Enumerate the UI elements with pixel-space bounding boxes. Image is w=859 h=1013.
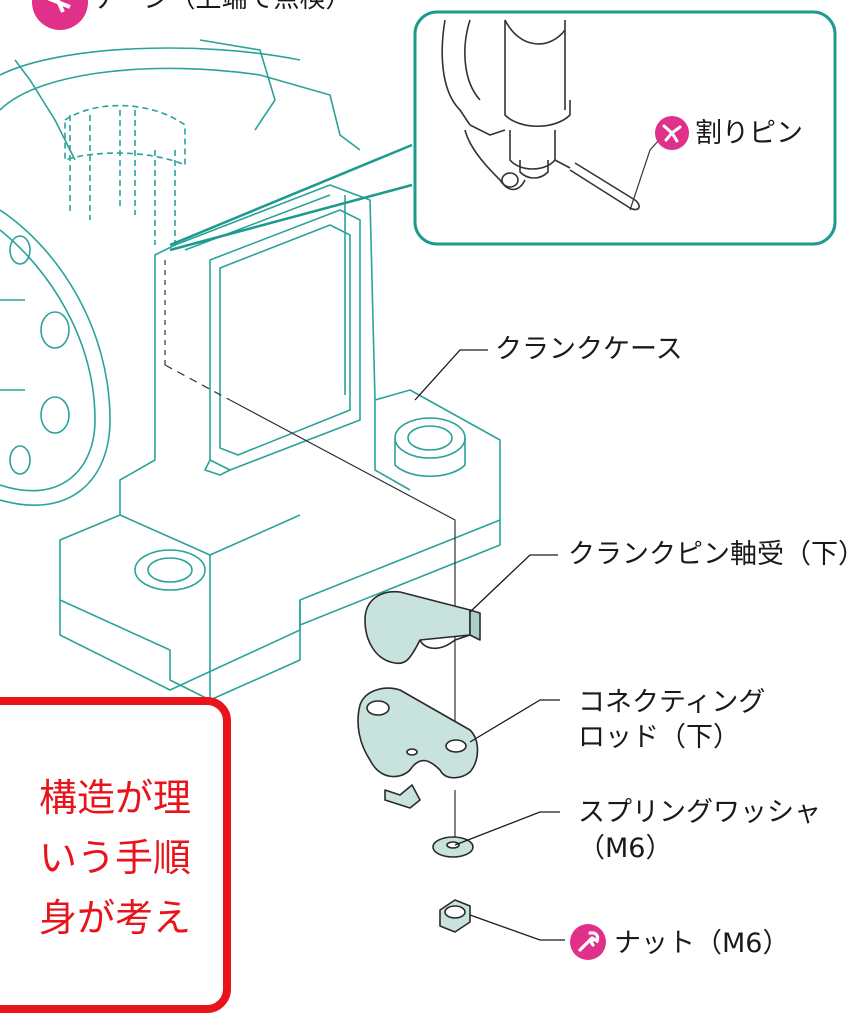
callout-box: 構造が理 いう手順 身が考え	[0, 697, 231, 1013]
label-spring-washer-line1: スプリングワッシャ	[578, 797, 821, 828]
label-connecting-rod-line2: ロッド（下）	[578, 722, 740, 753]
pliers-icon	[655, 116, 689, 150]
label-crankpin-bearing: クランクピン軸受（下）	[568, 539, 859, 570]
header-text: ゲージ（上端で点検）	[92, 0, 351, 15]
label-crankcase: クランクケース	[495, 334, 683, 365]
gauge-icon	[32, 0, 88, 30]
label-connecting-rod-line1: コネクティング	[578, 687, 766, 718]
label-cotter-pin: 割りピン	[695, 118, 803, 149]
label-nut: ナット（M6）	[614, 928, 790, 959]
wrench-icon	[570, 924, 606, 960]
label-spring-washer-line2: （M6）	[578, 833, 673, 864]
callout-line-1: 構造が理	[38, 776, 191, 820]
callout-line-2: いう手順	[38, 836, 191, 880]
callout-line-3: 身が考え	[38, 896, 191, 940]
crankcase-drawing	[0, 10, 837, 941]
